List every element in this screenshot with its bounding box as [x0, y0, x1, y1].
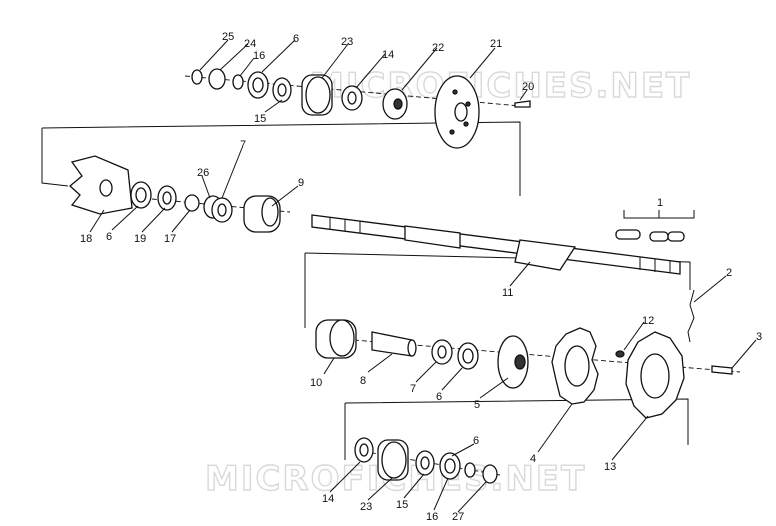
callout-20: 20: [522, 81, 534, 93]
spacer-24: [208, 68, 226, 90]
callout-7-third: 7: [410, 383, 416, 395]
callout-7-second: 7: [240, 139, 246, 151]
callout-4: 4: [530, 453, 536, 465]
sprocket-hub-5: [497, 335, 529, 389]
callout-15-bottom: 15: [396, 499, 408, 511]
watermark-top: MICROFICHES.NET: [310, 66, 691, 106]
callout-26: 26: [197, 167, 209, 179]
callout-6-third: 6: [436, 391, 442, 403]
callout-16-top: 16: [253, 50, 265, 62]
callout-13: 13: [604, 461, 616, 473]
bolt-20: [514, 100, 531, 108]
callout-10: 10: [310, 377, 322, 389]
washer-17: [184, 194, 200, 212]
nut-12: [615, 350, 625, 358]
callout-6-bottom: 6: [473, 435, 479, 447]
snap-ring-25: [191, 69, 203, 85]
axle-11: [311, 214, 681, 275]
callout-1: 1: [657, 197, 663, 209]
callout-23-bottom: 23: [360, 501, 372, 513]
callout-6-top: 6: [293, 33, 299, 45]
bracket-frames: [41, 121, 691, 460]
bottom-row-parts: [354, 437, 501, 484]
callout-14-bottom: 14: [322, 493, 334, 505]
callout-18: 18: [80, 233, 92, 245]
callout-9: 9: [298, 177, 304, 189]
master-link-1: [615, 210, 695, 242]
callout-12: 12: [642, 315, 654, 327]
callout-21: 21: [490, 38, 502, 50]
callout-19: 19: [134, 233, 146, 245]
o-ring-16: [232, 74, 244, 90]
callout-8: 8: [360, 375, 366, 387]
callout-14-top: 14: [382, 49, 394, 61]
callout-27: 27: [452, 511, 464, 523]
callout-16-bottom: 16: [426, 511, 438, 523]
callout-15-top: 15: [254, 113, 266, 125]
spacer-tube-8: [371, 331, 413, 357]
snap-ring-27: [482, 464, 498, 484]
callout-11: 11: [502, 287, 513, 299]
callout-22: 22: [432, 42, 444, 54]
callout-6-second: 6: [106, 231, 112, 243]
callout-24: 24: [244, 38, 256, 50]
callout-17: 17: [164, 233, 176, 245]
callout-3: 3: [756, 331, 762, 343]
chain-2: [687, 289, 695, 343]
o-ring-16-bottom: [464, 462, 476, 478]
callout-23-top: 23: [341, 36, 353, 48]
callout-2: 2: [726, 267, 732, 279]
callout-25: 25: [222, 31, 234, 43]
top-row-parts: [184, 68, 531, 149]
second-row-parts: [69, 155, 291, 233]
bolt-3: [711, 365, 733, 375]
third-row-parts: [315, 319, 741, 419]
callout-numbers: 25 24 16 6 23 14 22 21 20 15 18 6 19 17 …: [80, 31, 762, 523]
callout-5: 5: [474, 399, 480, 411]
leader-lines: [89, 39, 757, 513]
